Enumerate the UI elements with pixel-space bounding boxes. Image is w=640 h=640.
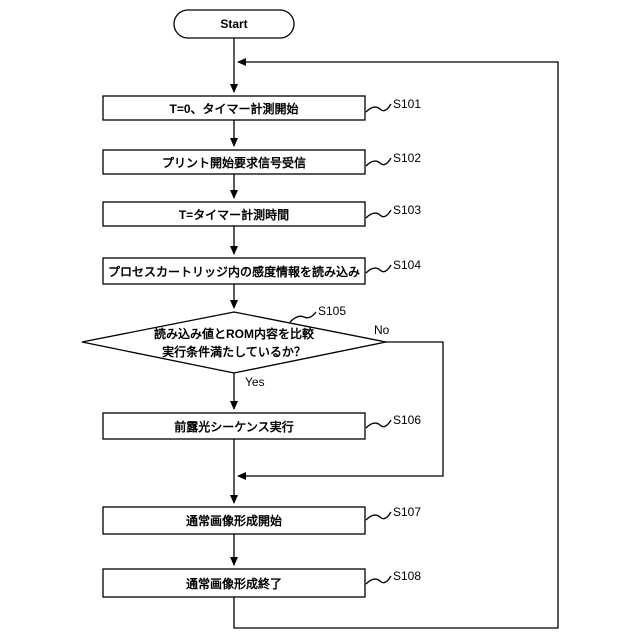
step-id-s104: S104 — [393, 258, 421, 272]
step-text-s101: T=0、タイマー計測開始 — [169, 101, 298, 116]
step-text-s103: T=タイマー計測時間 — [179, 207, 289, 222]
start-label: Start — [220, 17, 247, 31]
step-text-s104: プロセスカートリッジ内の感度情報を読み込み — [108, 264, 360, 279]
decision-text-line2: 実行条件満たしているか？ — [162, 344, 306, 359]
leader-s108 — [366, 576, 391, 584]
decision-text-line1: 読み込み値とROM内容を比較 — [154, 326, 315, 341]
step-id-s103: S103 — [393, 203, 421, 217]
step-id-s107: S107 — [393, 505, 421, 519]
step-id-s101: S101 — [393, 97, 421, 111]
leader-s102 — [366, 158, 391, 166]
step-id-s108: S108 — [393, 569, 421, 583]
step-text-s106: 前露光シーケンス実行 — [174, 419, 293, 434]
no-label: No — [374, 323, 390, 337]
step-text-s108: 通常画像形成終了 — [186, 576, 282, 591]
leader-s107 — [366, 512, 391, 520]
leader-s103 — [366, 210, 391, 218]
leader-s104 — [366, 265, 391, 273]
leader-s106 — [366, 420, 391, 428]
leader-s101 — [366, 104, 391, 112]
leader-s105 — [290, 312, 316, 322]
step-id-s106: S106 — [393, 413, 421, 427]
step-id-s102: S102 — [393, 151, 421, 165]
yes-label: Yes — [245, 375, 265, 389]
step-id-s105: S105 — [318, 304, 346, 318]
decision-s105 — [82, 312, 386, 373]
step-text-s102: プリント開始要求信号受信 — [162, 155, 306, 170]
step-text-s107: 通常画像形成開始 — [186, 513, 282, 528]
